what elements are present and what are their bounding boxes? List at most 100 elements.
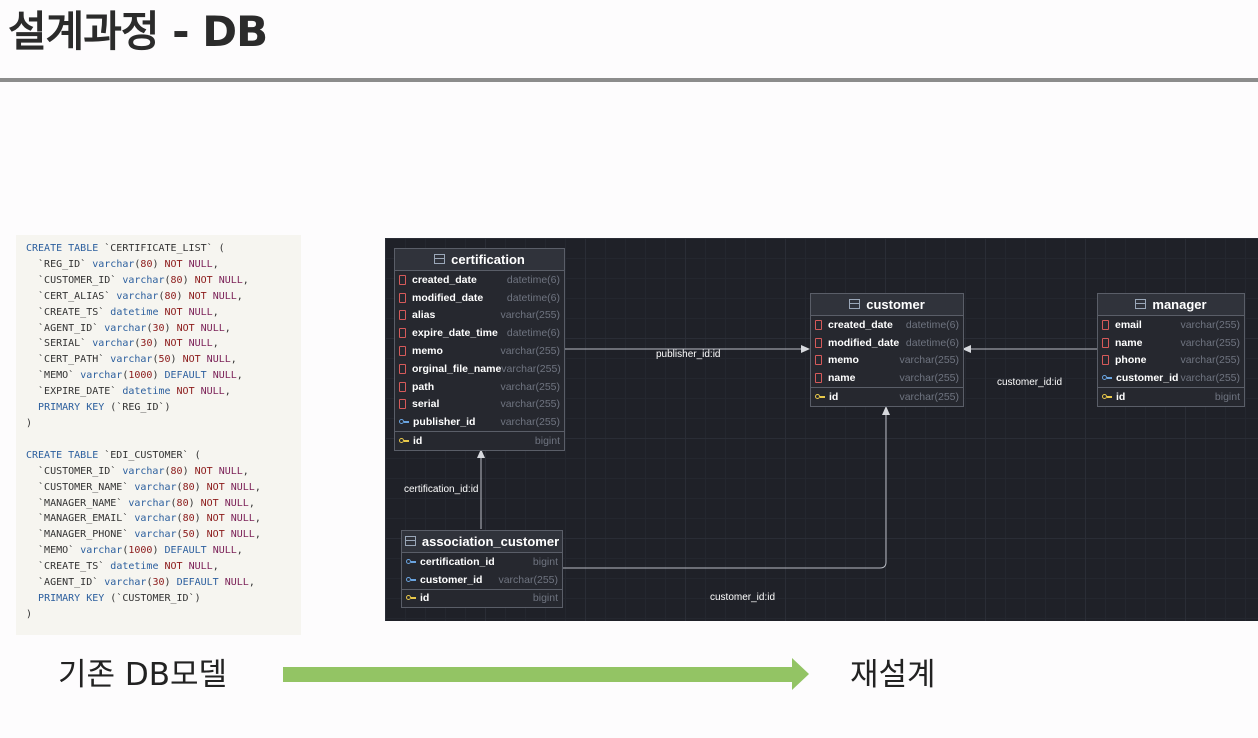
column-icon bbox=[1102, 319, 1109, 330]
sql-line: CREATE TABLE `CERTIFICATE_LIST` ( bbox=[26, 243, 225, 254]
field-type: varchar(255) bbox=[500, 416, 560, 429]
table-name: customer bbox=[866, 297, 925, 312]
sql-line: `SERIAL` varchar(30) NOT NULL, bbox=[26, 338, 219, 350]
sql-line: `MANAGER_EMAIL` varchar(80) NOT NULL, bbox=[26, 513, 261, 525]
relation-label-manager-customer: customer_id:id bbox=[997, 377, 1063, 388]
field-name: customer_id bbox=[420, 573, 483, 586]
relation-label-assoc-certification: certification_id:id bbox=[404, 484, 479, 495]
field-type: varchar(255) bbox=[1180, 372, 1240, 385]
field-name: modified_date bbox=[412, 291, 484, 304]
foreign-key-icon bbox=[406, 558, 416, 566]
field-name: memo bbox=[828, 354, 859, 367]
field-name: modified_date bbox=[828, 336, 900, 349]
sql-line: PRIMARY KEY (`CUSTOMER_ID`) bbox=[38, 592, 201, 604]
table-name: association_customer bbox=[421, 534, 560, 549]
field-type: varchar(255) bbox=[500, 345, 560, 358]
field-name: orginal_file_name bbox=[412, 362, 502, 375]
primary-key-icon bbox=[406, 594, 416, 602]
sql-line: `REG_ID` varchar(80) NOT NULL, bbox=[26, 258, 219, 270]
field-name: id bbox=[1116, 391, 1126, 404]
transition-arrow bbox=[283, 667, 793, 682]
field-row[interactable]: memo varchar(255) bbox=[395, 342, 564, 360]
title-divider bbox=[0, 78, 1258, 82]
field-type: datetime(6) bbox=[506, 273, 560, 286]
table-name: manager bbox=[1152, 297, 1207, 312]
sql-line: `MEMO` varchar(1000) DEFAULT NULL, bbox=[26, 545, 243, 557]
field-name: email bbox=[1115, 318, 1142, 331]
before-label: 기존 DB모델 bbox=[58, 657, 228, 693]
field-name: id bbox=[420, 592, 430, 605]
field-type: varchar(255) bbox=[501, 362, 561, 375]
field-row[interactable]: id varchar(255) bbox=[811, 387, 963, 406]
column-icon bbox=[399, 381, 406, 392]
column-icon bbox=[815, 373, 822, 384]
table-name: certification bbox=[451, 252, 525, 267]
sql-line: `MANAGER_NAME` varchar(80) NOT NULL, bbox=[26, 497, 255, 509]
connector-assoc-customer bbox=[563, 413, 887, 569]
field-name: id bbox=[413, 435, 423, 448]
field-type: varchar(255) bbox=[899, 354, 959, 367]
column-icon bbox=[399, 292, 406, 303]
foreign-key-icon bbox=[406, 576, 416, 584]
sql-line: `CERT_PATH` varchar(50) NOT NULL, bbox=[26, 354, 237, 366]
field-row[interactable]: memo varchar(255) bbox=[811, 352, 963, 370]
field-name: created_date bbox=[828, 318, 893, 331]
sql-line: CREATE TABLE `EDI_CUSTOMER` ( bbox=[26, 449, 201, 461]
field-name: expire_date_time bbox=[412, 327, 498, 340]
sql-line: `CUSTOMER_ID` varchar(80) NOT NULL, bbox=[26, 465, 249, 477]
sql-line: PRIMARY KEY (`REG_ID`) bbox=[38, 402, 171, 414]
sql-line: `CREATE_TS` datetime NOT NULL, bbox=[26, 561, 219, 573]
field-name: phone bbox=[1115, 354, 1147, 367]
sql-line: `CERT_ALIAS` varchar(80) NOT NULL, bbox=[26, 290, 243, 302]
field-type: varchar(255) bbox=[500, 380, 560, 393]
field-type: bigint bbox=[532, 592, 558, 605]
column-icon bbox=[399, 274, 406, 285]
field-name: id bbox=[829, 391, 839, 404]
column-icon bbox=[399, 363, 406, 374]
primary-key-icon bbox=[815, 393, 825, 401]
arrow-head-icon bbox=[792, 658, 809, 690]
field-type: varchar(255) bbox=[899, 372, 959, 385]
field-row[interactable]: publisher_id varchar(255) bbox=[395, 413, 564, 431]
column-icon bbox=[1102, 355, 1109, 366]
column-icon bbox=[1102, 337, 1109, 348]
field-row[interactable]: id bigint bbox=[402, 588, 562, 608]
relation-label-assoc-customer: customer_id:id bbox=[710, 592, 776, 603]
erd-connectors bbox=[477, 345, 1097, 569]
sql-code-block: CREATE TABLE `CERTIFICATE_LIST` ( `REG_I… bbox=[16, 235, 301, 635]
field-name: alias bbox=[412, 309, 436, 322]
field-name: publisher_id bbox=[413, 416, 476, 429]
sql-line: `MANAGER_PHONE` varchar(50) NOT NULL, bbox=[26, 529, 261, 541]
field-type: varchar(255) bbox=[899, 391, 959, 404]
field-row[interactable]: email varchar(255) bbox=[1098, 316, 1244, 334]
column-icon bbox=[399, 310, 406, 321]
column-icon bbox=[815, 337, 822, 348]
field-name: memo bbox=[412, 345, 443, 358]
foreign-key-icon bbox=[1102, 374, 1112, 382]
field-type: varchar(255) bbox=[1180, 318, 1240, 331]
sql-line: `AGENT_ID` varchar(30) NOT NULL, bbox=[26, 322, 231, 334]
sql-line: `CREATE_TS` datetime NOT NULL, bbox=[26, 306, 219, 318]
